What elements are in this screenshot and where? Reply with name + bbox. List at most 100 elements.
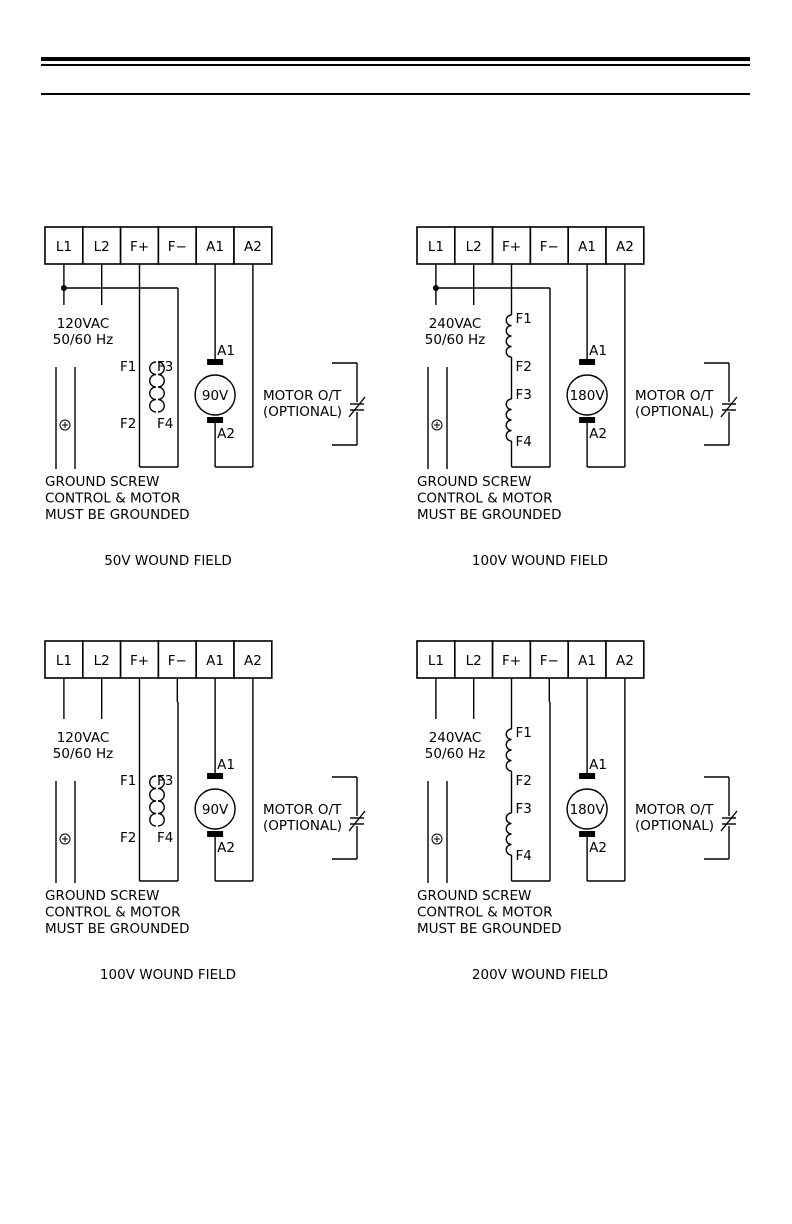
terminal-fplus: F+ (119, 226, 160, 265)
brush-bottom (579, 417, 596, 423)
terminal-a1: A1 (195, 640, 235, 679)
ground-note-line: CONTROL & MOTOR (417, 491, 553, 507)
brush-bottom (579, 831, 596, 837)
field-label-f4: F4 (157, 830, 173, 846)
ground-screw (55, 367, 76, 469)
ground-note-line: CONTROL & MOTOR (45, 491, 181, 507)
armature-label-a1: A1 (217, 343, 235, 359)
overtemp-label: MOTOR O/T (635, 802, 714, 818)
brush-bottom (207, 831, 224, 837)
armature-label-a1: A1 (589, 757, 607, 773)
terminal-l2: L2 (82, 640, 122, 679)
supply-frequency: 50/60 Hz (53, 746, 113, 762)
field-label-f3: F3 (516, 387, 532, 403)
ground-note-line: MUST BE GROUNDED (45, 507, 190, 523)
terminal-l2: L2 (453, 640, 494, 679)
diagram-caption: 50V WOUND FIELD (104, 553, 232, 569)
motor-armature-icon (566, 374, 608, 416)
motor-overtemp-switch: MOTOR O/T(OPTIONAL) (635, 776, 738, 860)
ground-screw-icon (59, 833, 71, 845)
field-label-f4: F4 (516, 848, 532, 864)
terminal-l1: L1 (44, 226, 84, 265)
terminal-l1: L1 (44, 640, 84, 679)
terminal-label: F+ (502, 239, 521, 255)
overtemp-optional-label: (OPTIONAL) (635, 818, 714, 834)
motor-armature-icon (194, 788, 236, 830)
armature-label-a2: A2 (217, 840, 235, 856)
diagram-caption: 100V WOUND FIELD (100, 967, 236, 983)
section-rule (41, 93, 750, 95)
terminal-l1: L1 (416, 226, 456, 265)
brush-top (579, 773, 596, 779)
overtemp-label: MOTOR O/T (263, 802, 342, 818)
ground-screw (55, 781, 76, 883)
terminal-label: F− (168, 653, 187, 669)
terminal-label: L2 (466, 239, 482, 255)
terminal-fminus: F− (529, 640, 570, 679)
terminal-l2: L2 (453, 226, 494, 265)
terminal-label: L1 (56, 653, 72, 669)
terminal-box (529, 226, 570, 265)
overtemp-optional-label: (OPTIONAL) (635, 404, 714, 420)
terminal-a2: A2 (233, 640, 273, 679)
armature-label-a2: A2 (589, 426, 607, 442)
field-label-f2: F2 (120, 416, 136, 432)
terminal-label: F− (540, 239, 559, 255)
armature-label-a1: A1 (217, 757, 235, 773)
header-rule-thin (41, 64, 750, 66)
ground-note-line: GROUND SCREW (45, 474, 159, 490)
field-label-f4: F4 (516, 434, 532, 450)
overtemp-contact-slash (348, 810, 366, 832)
supply-voltage: 240VAC (429, 730, 482, 746)
ground-note-line: CONTROL & MOTOR (417, 905, 553, 921)
field-label-f4: F4 (157, 416, 173, 432)
terminal-box (82, 226, 122, 265)
terminal-box (605, 640, 645, 679)
terminal-l2: L2 (82, 226, 122, 265)
terminal-box (233, 226, 273, 265)
terminal-label: L2 (94, 239, 110, 255)
field-label-f3: F3 (516, 801, 532, 817)
overtemp-contact-slash (348, 396, 366, 418)
ground-note-line: CONTROL & MOTOR (45, 905, 181, 921)
ground-note-line: MUST BE GROUNDED (45, 921, 190, 937)
brush-top (207, 773, 224, 779)
terminal-a2: A2 (233, 226, 273, 265)
field-label-f1: F1 (516, 311, 532, 327)
motor-voltage: 180V (570, 802, 606, 818)
header-rule-thick (41, 57, 750, 61)
overtemp-optional-label: (OPTIONAL) (263, 818, 342, 834)
terminal-fminus: F− (157, 640, 197, 679)
field-coil-lower (505, 398, 512, 442)
field-label-f2: F2 (516, 773, 532, 789)
ground-screw-icon (431, 419, 443, 431)
terminal-label: A1 (578, 239, 596, 255)
terminal-label: A1 (578, 653, 596, 669)
motor-overtemp-switch: MOTOR O/T(OPTIONAL) (635, 362, 738, 446)
terminal-box (567, 640, 607, 679)
overtemp-label: MOTOR O/T (263, 388, 342, 404)
terminal-fminus: F− (157, 226, 197, 265)
motor-overtemp-switch: MOTOR O/T(OPTIONAL) (263, 776, 366, 860)
terminal-box (491, 640, 532, 679)
armature-label-a1: A1 (589, 343, 607, 359)
field-label-f1: F1 (120, 359, 136, 375)
ground-note-line: GROUND SCREW (417, 474, 531, 490)
field-label-f1: F1 (120, 773, 136, 789)
supply-voltage: 120VAC (57, 316, 110, 332)
terminal-label: L1 (428, 653, 444, 669)
field-label-f3: F3 (157, 359, 173, 375)
ground-screw-icon (59, 419, 71, 431)
terminal-label: A2 (244, 653, 262, 669)
terminal-label: F− (540, 653, 559, 669)
